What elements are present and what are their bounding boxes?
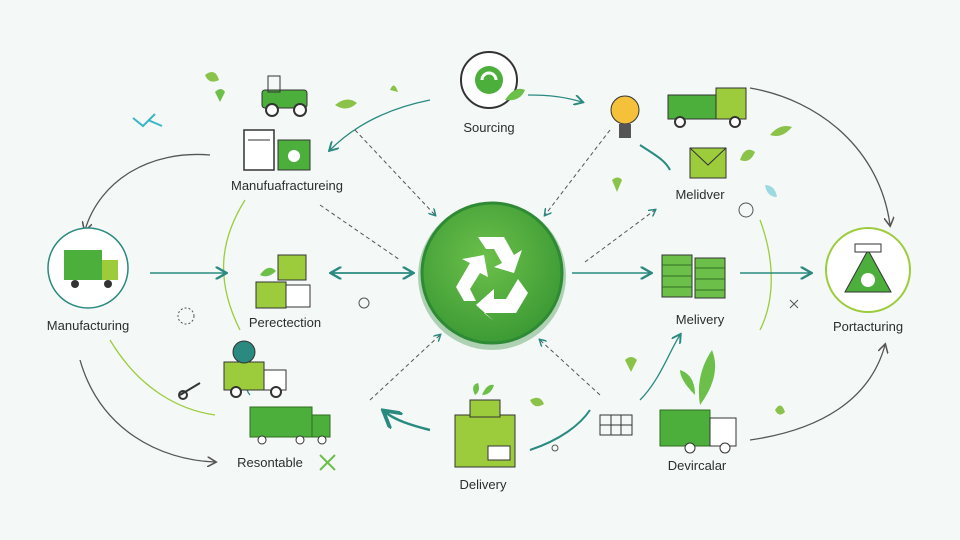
decorative-circles xyxy=(177,202,754,452)
node-label-manufacturing: Manufacturing xyxy=(46,318,130,333)
cargo-truck-icon xyxy=(249,406,331,445)
node-label-melivery: Melivery xyxy=(675,312,725,327)
delivery-truck-icon xyxy=(667,87,747,128)
node-label-perectection: Perectection xyxy=(248,315,322,330)
manufacturing-truck-icon xyxy=(47,227,129,309)
packages-icon xyxy=(255,254,311,309)
node-label-portacturing: Portacturing xyxy=(832,319,904,334)
envelope-icon xyxy=(689,147,727,179)
node-label-sourcing: Sourcing xyxy=(463,120,515,135)
node-label-delivery: Delivery xyxy=(459,477,507,492)
decorative-marks xyxy=(132,113,799,471)
portacturing-icon xyxy=(825,227,911,313)
tractor-icon xyxy=(261,75,308,117)
node-label-resontable: Resontable xyxy=(237,455,303,470)
plant-truck-icon xyxy=(659,350,737,454)
recycle-icon xyxy=(418,201,566,350)
outer-cycle-arrows xyxy=(79,87,890,462)
document-box-icon xyxy=(243,129,311,171)
delivery-box-icon xyxy=(454,383,516,468)
dashed-connectors xyxy=(319,129,655,401)
node-label-melidver: Melidver xyxy=(675,187,725,202)
sourcing-icon xyxy=(460,51,525,109)
solar-panel-icon xyxy=(599,414,633,436)
stacked-boxes-icon xyxy=(661,254,726,299)
van-icon xyxy=(223,340,287,398)
decorative-leaves xyxy=(205,71,792,415)
node-label-manufuafractureing: Manufuafractureing xyxy=(230,178,344,193)
node-label-devircalar: Devircalar xyxy=(667,458,727,473)
lightbulb-icon xyxy=(610,95,640,138)
